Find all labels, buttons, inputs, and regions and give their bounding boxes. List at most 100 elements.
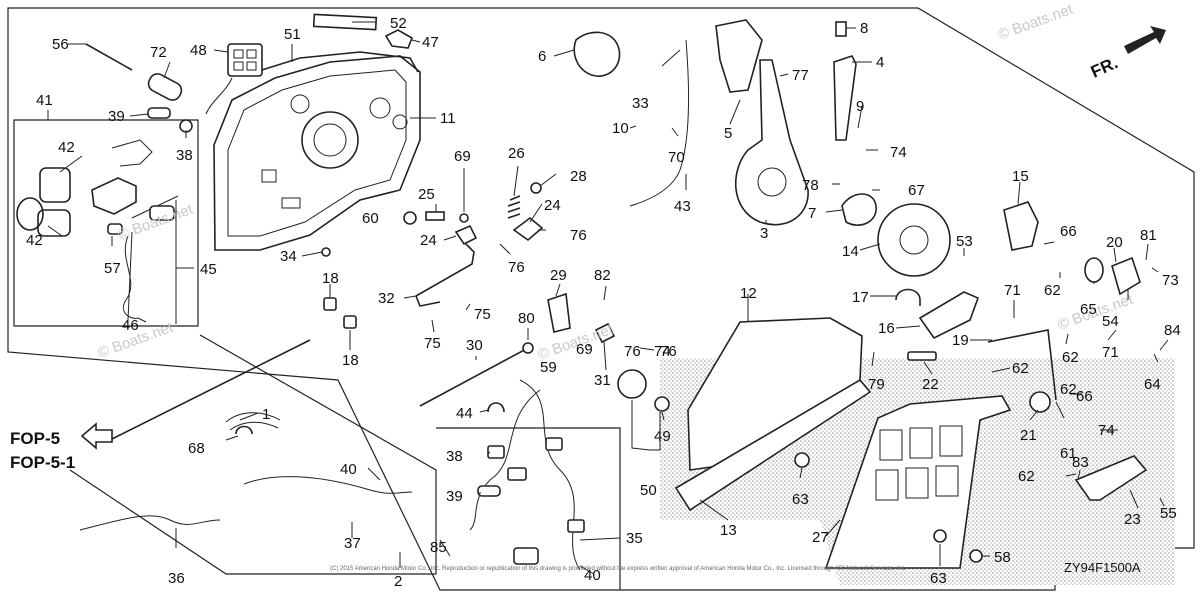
shift-arm-4: [833, 55, 857, 141]
callout-labels: 1 2 3 4 5 6 7 8 9 10 11 12 13 14 15 16 1…: [26, 15, 1181, 590]
callout: 4: [876, 54, 884, 71]
side-ref-fop-5-1: FOP-5-1: [10, 453, 75, 472]
callout: 50: [640, 482, 657, 499]
callout: 62: [1060, 381, 1077, 398]
cable-1: [109, 339, 311, 441]
callout: 62: [1018, 468, 1035, 485]
callout: 65: [1080, 301, 1097, 318]
callout: 85: [430, 539, 447, 556]
callout: 64: [1144, 376, 1161, 393]
callout: 78: [802, 177, 819, 194]
callout: 84: [1164, 322, 1181, 339]
callout: 19: [952, 332, 969, 349]
diagram-code: ZY94F1500A: [1064, 560, 1141, 575]
side-ref-fop-5: FOP-5: [10, 429, 60, 448]
bracket-24: [454, 224, 478, 246]
callout: 25: [418, 186, 435, 203]
callout: 41: [36, 92, 53, 109]
callout: 57: [104, 260, 121, 277]
callout: 59: [540, 359, 557, 376]
callout: 74: [1098, 422, 1115, 439]
callout: 60: [362, 210, 379, 227]
switch-48: [205, 43, 263, 115]
callout: 11: [440, 110, 456, 127]
watermark: © Boats.net: [996, 1, 1076, 44]
callout: 9: [856, 98, 864, 115]
callout: 76: [660, 343, 677, 360]
callout: 40: [340, 461, 357, 478]
callout: 46: [122, 317, 139, 334]
callout: 18: [342, 352, 359, 369]
callout: 76: [508, 259, 525, 276]
lever-arm-23: [1074, 455, 1148, 501]
harness-36: [79, 515, 221, 531]
bushing-18b: [343, 315, 357, 329]
clamp-44: [487, 402, 505, 413]
callout: 74: [890, 144, 907, 161]
forward-arrow-icon: [1124, 26, 1166, 54]
housing-cover-51: [261, 51, 419, 73]
callout: 3: [760, 225, 768, 242]
callout: 18: [322, 270, 339, 287]
clip-31: [594, 322, 616, 344]
callout: 8: [860, 20, 868, 37]
callout: 31: [594, 372, 611, 389]
callout: 79: [868, 376, 885, 393]
wire-harness-35: [469, 379, 585, 571]
callout: 17: [852, 289, 869, 306]
callout: 35: [626, 530, 643, 547]
callout: 48: [190, 42, 207, 59]
grommet-63a: [794, 452, 810, 468]
callout: 76: [624, 343, 641, 360]
grommet-63b: [933, 529, 947, 543]
callout: 32: [378, 290, 395, 307]
callout: 49: [654, 428, 671, 445]
callout: 56: [52, 36, 69, 53]
callout: 63: [930, 570, 947, 587]
washer-65: [1084, 257, 1104, 283]
lanyard-46: [122, 235, 139, 319]
callout: 1: [262, 406, 270, 423]
callout: 82: [594, 267, 611, 284]
cap-39b: [477, 485, 501, 497]
callout: 75: [424, 335, 441, 352]
callout: 69: [576, 341, 593, 358]
bolt-69: [459, 213, 469, 223]
callout: 62: [1044, 282, 1061, 299]
callout: 71: [1004, 282, 1021, 299]
callout: 16: [878, 320, 895, 337]
group-box-35: [436, 427, 621, 590]
bracket-15: [1003, 201, 1039, 251]
callout: 75: [474, 306, 491, 323]
callout: 13: [720, 522, 737, 539]
callout: 45: [200, 261, 217, 278]
control-lever-3: [715, 19, 809, 226]
spiral-cable: [225, 412, 281, 431]
callout: 67: [908, 182, 925, 199]
callout: 55: [1160, 505, 1177, 522]
bushing-21: [1029, 391, 1051, 413]
link-19: [987, 329, 1057, 401]
spring-26: [507, 195, 521, 219]
bracket-24b: [512, 216, 544, 242]
callout: 63: [792, 491, 809, 508]
clip-47: [384, 29, 414, 49]
callout: 34: [280, 248, 297, 265]
callout: 61: [1060, 445, 1077, 462]
callout: 21: [1020, 427, 1037, 444]
key-switch-assembly-41: [16, 139, 179, 321]
plate-16: [918, 291, 980, 340]
callout: 37: [344, 535, 361, 552]
leader-lines: [47, 21, 1169, 575]
callout: 14: [842, 243, 859, 260]
cam-7: [841, 193, 877, 226]
callout: 24: [420, 232, 437, 249]
spring-25: [425, 211, 445, 221]
callout: 80: [518, 310, 535, 327]
callout: 15: [1012, 168, 1029, 185]
callout: 30: [466, 337, 483, 354]
callout: 2: [394, 573, 402, 590]
ring-6: [573, 31, 621, 77]
clamp-68: [235, 425, 253, 435]
clip-34: [321, 247, 331, 257]
